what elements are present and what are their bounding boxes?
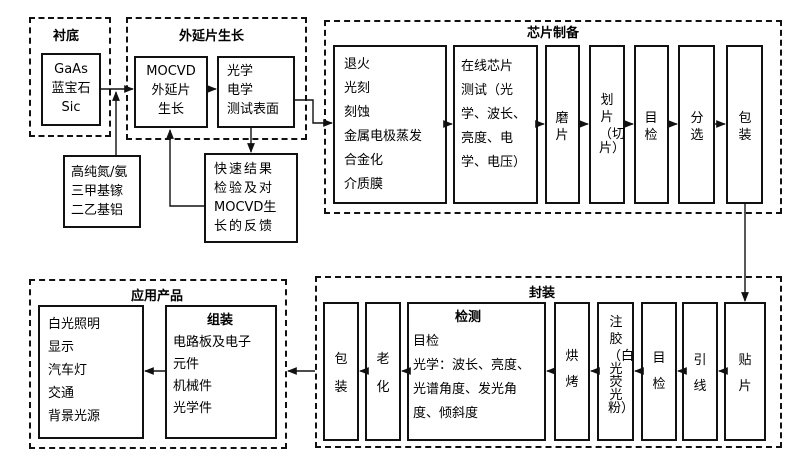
mount-box <box>724 302 766 441</box>
chip-step-alloy: 合金化 <box>344 153 384 168</box>
surface-test-line-3: 测试表面 <box>227 102 280 117</box>
substrate-gaas: GaAs <box>54 62 88 77</box>
online-test-line-3: 学、波长、 <box>461 107 527 122</box>
pkg-test-line-3: 光谱角度、发光角 <box>413 382 518 397</box>
online-test-line-5: 学、电压） <box>461 155 527 170</box>
chip-step-etch: 刻蚀 <box>344 105 371 120</box>
assembly-line-2: 元件 <box>173 357 200 372</box>
bake-label: 烘烤 <box>565 349 579 390</box>
mocvd-line-3: 生长 <box>157 102 184 117</box>
substrate-sapphire: 蓝宝石 <box>51 81 91 96</box>
application-group <box>29 279 287 449</box>
epitaxy-title: 外延片生长 <box>176 25 248 44</box>
arrow-feedback-to-mocvd <box>166 129 204 207</box>
pkg-test-line-1: 目检 <box>413 334 440 349</box>
app-auto-lamp: 汽车灯 <box>48 363 88 378</box>
application-title: 应用产品 <box>128 285 187 304</box>
online-test-line-2: 测试（光 <box>461 83 514 98</box>
feedback-line-4: 长的反馈 <box>214 219 275 234</box>
mocvd-line-2: 外延片 <box>151 83 191 98</box>
mount-label: 贴片 <box>738 353 752 394</box>
encap-note: （白光荧光粉） <box>608 349 635 416</box>
chip-process-box: 退火 光刻 刻蚀 金属电极蒸发 合金化 介质膜 <box>333 45 447 204</box>
surface-test-line-1: 光学 <box>227 64 254 79</box>
app-traffic: 交通 <box>48 386 75 401</box>
dice-box <box>589 45 625 204</box>
pkg-pack-label: 包装 <box>334 352 348 395</box>
packaging-group <box>315 276 782 448</box>
dice-label: 划片 <box>600 93 614 125</box>
substrate-sic: Sic <box>61 100 81 115</box>
chip-step-litho: 光刻 <box>344 81 371 96</box>
app-backlight: 背景光源 <box>48 409 101 424</box>
substrate-title: 衬底 <box>50 25 83 44</box>
epitaxy-group <box>126 17 307 140</box>
app-display: 显示 <box>48 340 75 355</box>
assembly-box: 组装 电路板及电子 元件 机械件 光学件 <box>165 305 277 439</box>
arrow-epitaxy-to-chip <box>295 99 333 127</box>
aging-box <box>365 302 401 441</box>
pkg-test-line-2: 光学：波长、亮度、 <box>413 358 531 373</box>
gas-source-line-3: 二乙基铝 <box>71 203 124 218</box>
chip-step-anneal: 退火 <box>344 57 371 72</box>
substrate-box: GaAs 蓝宝石 Sic <box>41 53 101 126</box>
chip-step-dielectric: 介质膜 <box>344 177 384 192</box>
assembly-title: 组装 <box>207 313 234 328</box>
chip-group <box>324 20 782 214</box>
gas-source-box: 高纯氮/氨 三甲基镓 二乙基铝 <box>63 155 141 228</box>
pkg-pack-box <box>323 302 359 441</box>
gas-source-line-2: 三甲基镓 <box>71 184 124 199</box>
sort-label: 分选 <box>690 111 704 143</box>
application-list-box: 白光照明 显示 汽车灯 交通 背景光源 <box>38 305 144 439</box>
chip-pack-label: 包装 <box>738 111 752 143</box>
aging-label: 老化 <box>376 352 390 395</box>
sort-box <box>678 45 715 204</box>
pkg-test-title: 检测 <box>455 310 482 325</box>
online-test-box: 在线芯片 测试（光 学、波长、 亮度、电 学、电压） <box>453 45 538 204</box>
chip-title: 芯片制备 <box>524 22 583 41</box>
chip-inspect-box <box>634 45 669 204</box>
online-test-line-1: 在线芯片 <box>461 59 514 74</box>
pkg-test-line-4: 度、倾斜度 <box>413 406 479 421</box>
substrate-group <box>29 17 111 137</box>
chip-step-metal: 金属电极蒸发 <box>344 129 423 144</box>
pkg-inspect-label: 目检 <box>652 351 666 392</box>
grind-label: 磨片 <box>555 111 569 143</box>
assembly-line-3: 机械件 <box>173 379 213 394</box>
chip-inspect-label: 目检 <box>644 111 658 143</box>
pkg-test-box: 检测 目检 光学：波长、亮度、 光谱角度、发光角 度、倾斜度 <box>407 302 546 441</box>
feedback-line-2: 检验及对 <box>214 181 275 196</box>
gas-source-line-1: 高纯氮/氨 <box>71 165 128 180</box>
surface-test-line-2: 电学 <box>227 83 254 98</box>
assembly-line-4: 光学件 <box>173 401 213 416</box>
online-test-line-4: 亮度、电 <box>461 131 514 146</box>
packaging-title: 封装 <box>526 282 559 301</box>
mocvd-line-1: MOCVD <box>146 64 196 79</box>
chip-pack-box <box>726 45 763 204</box>
wire-label: 引线 <box>693 353 707 394</box>
mocvd-box: MOCVD 外延片 生长 <box>134 56 208 128</box>
app-white-light: 白光照明 <box>48 317 101 332</box>
feedback-line-1: 快速结果 <box>214 162 275 177</box>
encap-label: 注胶 <box>609 315 623 347</box>
feedback-line-3: MOCVD生 <box>214 200 277 215</box>
feedback-box: 快速结果 检验及对 MOCVD生 长的反馈 <box>204 153 298 243</box>
surface-test-box: 光学 电学 测试表面 <box>217 56 295 128</box>
grind-box <box>545 45 580 204</box>
assembly-line-1: 电路板及电子 <box>173 335 252 350</box>
